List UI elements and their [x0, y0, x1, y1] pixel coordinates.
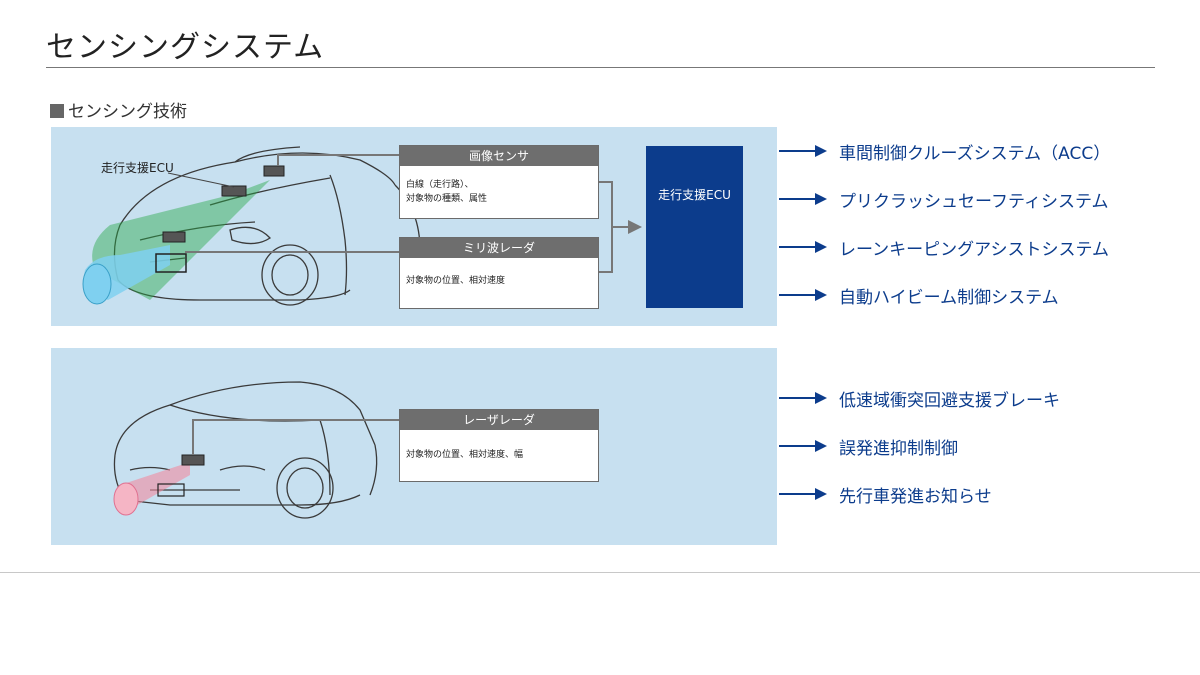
- arrow-right-icon: [779, 192, 829, 206]
- system-item-label: レーンキーピングアシストシステム: [839, 239, 1109, 260]
- front-grille-sensor: [155, 253, 187, 273]
- square-bullet-icon: [50, 104, 64, 118]
- arrow-right-icon: [779, 288, 829, 302]
- arrow-right-icon: [779, 439, 829, 453]
- hatchback-illustration: [113, 381, 378, 519]
- laser-module: [181, 454, 205, 466]
- system-item-label: 自動ハイビーム制御システム: [839, 287, 1059, 308]
- camera-desc-line1: 白線（走行路）、: [406, 180, 474, 190]
- laser-sensor-desc: 対象物の位置、相対速度、幅: [406, 450, 524, 460]
- section-heading-text: センシング技術: [68, 102, 187, 122]
- section-heading: センシング技術: [50, 97, 187, 122]
- camera-connector: [277, 154, 399, 166]
- sensor-to-ecu-connector: [599, 181, 613, 273]
- rear-plate: [157, 483, 185, 497]
- system-item-pre-crash: プリクラッシュセーフティシステム: [779, 187, 1109, 212]
- ecu-box-label: 走行支援ECU: [658, 188, 731, 202]
- system-item-label: 先行車発進お知らせ: [839, 486, 992, 507]
- radar-sensor-box: ミリ波レーダ 対象物の位置、相対速度: [399, 237, 599, 309]
- system-item-lane-keeping: レーンキーピングアシストシステム: [779, 235, 1109, 260]
- system-item-label: 低速域衝突回避支援ブレーキ: [839, 390, 1060, 411]
- system-item-label: 誤発進抑制制御: [839, 438, 958, 459]
- camera-module: [263, 165, 285, 177]
- system-item-auto-highbeam: 自動ハイビーム制御システム: [779, 283, 1059, 308]
- laser-beam-end: [113, 482, 139, 516]
- laser-connector: [192, 419, 399, 455]
- system-item-low-speed-brake: 低速域衝突回避支援ブレーキ: [779, 386, 1060, 411]
- laser-sensor-title: レーザレーダ: [400, 410, 598, 430]
- camera-sensor-box: 画像センサ 白線（走行路）、 対象物の種類、属性: [399, 145, 599, 219]
- ecu-leader-line: [167, 172, 235, 188]
- system-item-misstart-control: 誤発進抑制制御: [779, 434, 958, 459]
- ecu-box: 走行支援ECU: [646, 146, 743, 308]
- radar-sensor-desc: 対象物の位置、相対速度: [406, 276, 506, 286]
- arrow-right-icon: [779, 487, 829, 501]
- ecu-module: [221, 185, 247, 197]
- camera-sensor-desc: 白線（走行路）、 対象物の種類、属性: [406, 178, 487, 206]
- page-title: センシングシステム: [46, 30, 325, 65]
- arrow-right-icon: [779, 144, 829, 158]
- radar-module: [162, 231, 186, 243]
- system-item-label: プリクラッシュセーフティシステム: [839, 191, 1109, 212]
- system-item-lead-car-start: 先行車発進お知らせ: [779, 482, 992, 507]
- arrow-right-icon: [779, 240, 829, 254]
- system-item-acc: 車間制御クルーズシステム（ACC）: [779, 139, 1111, 164]
- system-item-label: 車間制御クルーズシステム（ACC）: [839, 143, 1111, 164]
- footer-divider: [0, 572, 1200, 573]
- radar-beam-end: [82, 263, 112, 305]
- camera-sensor-title: 画像センサ: [400, 146, 598, 166]
- ecu-car-label: 走行支援ECU: [101, 161, 174, 175]
- ecu-arrow-head: [628, 220, 642, 234]
- title-divider: [46, 67, 1155, 68]
- laser-sensor-box: レーザレーダ 対象物の位置、相対速度、幅: [399, 409, 599, 482]
- arrow-right-icon: [779, 391, 829, 405]
- radar-sensor-title: ミリ波レーダ: [400, 238, 598, 258]
- camera-desc-line2: 対象物の種類、属性: [406, 194, 488, 204]
